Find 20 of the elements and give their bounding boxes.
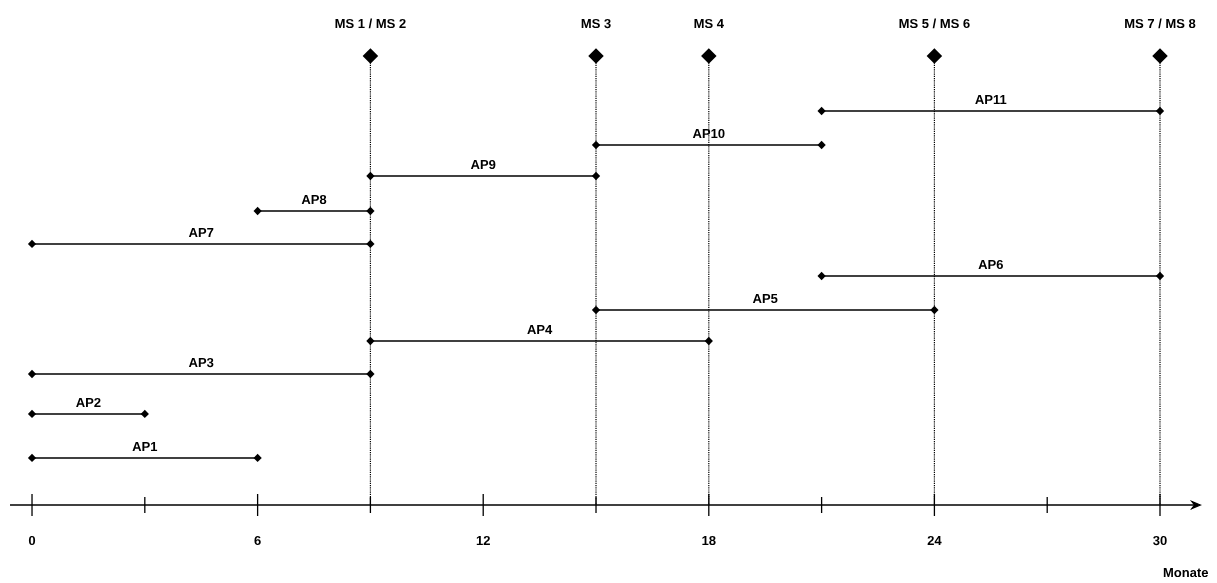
bar-label: AP1: [132, 442, 158, 451]
tick-label: 12: [476, 535, 490, 545]
axis-title: Monate: [1163, 568, 1209, 578]
tick-label: 0: [28, 535, 36, 546]
tick-label: 6: [254, 535, 261, 546]
milestone-label: MS 5 / MS 6: [899, 18, 970, 29]
milestone-label: MS 7 / MS 8: [1125, 18, 1196, 29]
milestone-label: MS 1 / MS 2: [335, 18, 406, 29]
milestone-label: MS 4: [694, 18, 724, 29]
bar-label: AP5: [752, 294, 778, 304]
tick-label: 30: [1153, 535, 1167, 546]
bar-label: AP2: [76, 397, 101, 407]
bar-label: AP4: [527, 325, 553, 334]
bar-label: AP9: [470, 159, 496, 170]
milestone-label: MS 3: [581, 18, 611, 29]
bar-label: AP10: [692, 128, 725, 139]
tick-label: 18: [702, 535, 716, 546]
bar-label: AP7: [188, 228, 214, 237]
tick-label: 24: [927, 535, 942, 545]
bar-label: AP3: [188, 357, 214, 368]
